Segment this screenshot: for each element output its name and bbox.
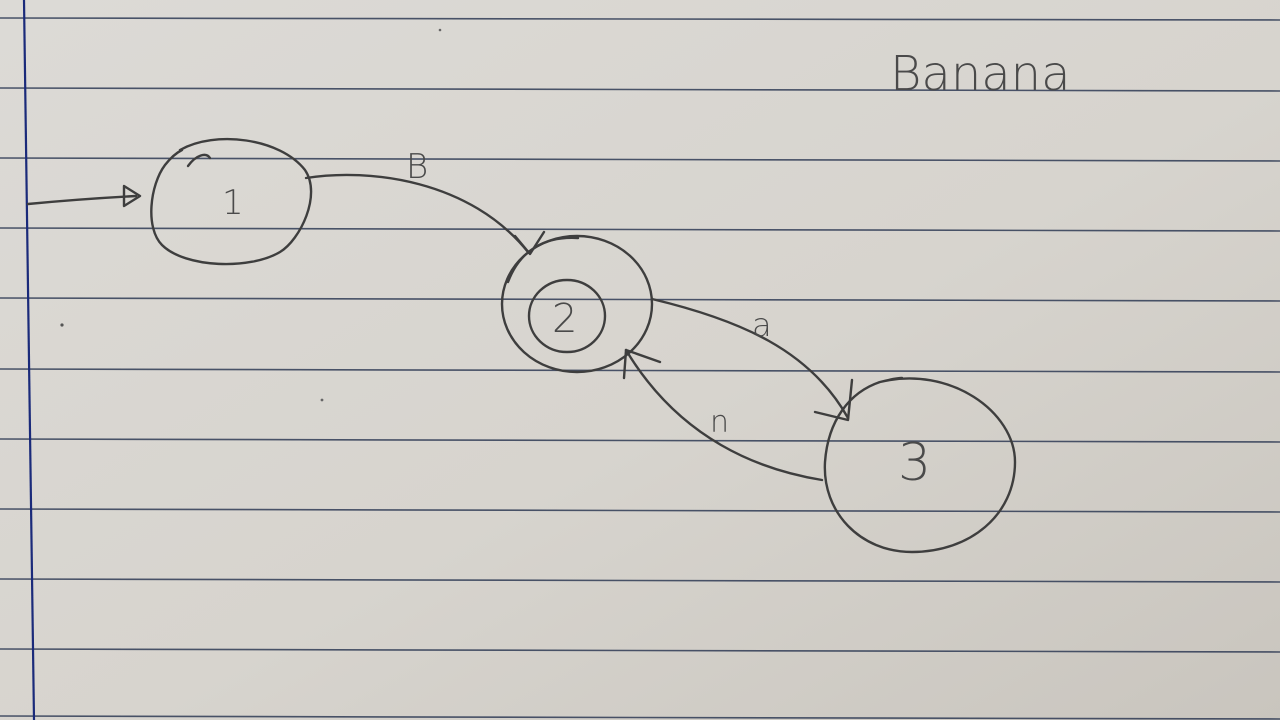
state-3-label: 3 <box>898 433 931 493</box>
transition-1-2-label: B <box>406 147 428 187</box>
margin-line <box>22 0 36 720</box>
state-1-label: 1 <box>222 183 244 223</box>
transition-2-3: a <box>650 297 854 422</box>
state-3: 3 <box>823 376 1017 554</box>
pencil-speck <box>438 28 442 32</box>
transition-3-2-label: n <box>710 405 729 440</box>
transition-1-2: B <box>304 147 546 256</box>
state-1: 1 <box>150 137 313 266</box>
pencil-speck <box>320 398 324 402</box>
state-2: 2 <box>500 234 654 374</box>
transition-3-2: n <box>622 348 824 482</box>
state-2-label: 2 <box>552 296 577 342</box>
pencil-speck <box>60 323 64 327</box>
transition-2-3-label: a <box>752 306 772 344</box>
start-arrow <box>26 184 142 208</box>
page-title: Banana <box>890 46 1071 102</box>
